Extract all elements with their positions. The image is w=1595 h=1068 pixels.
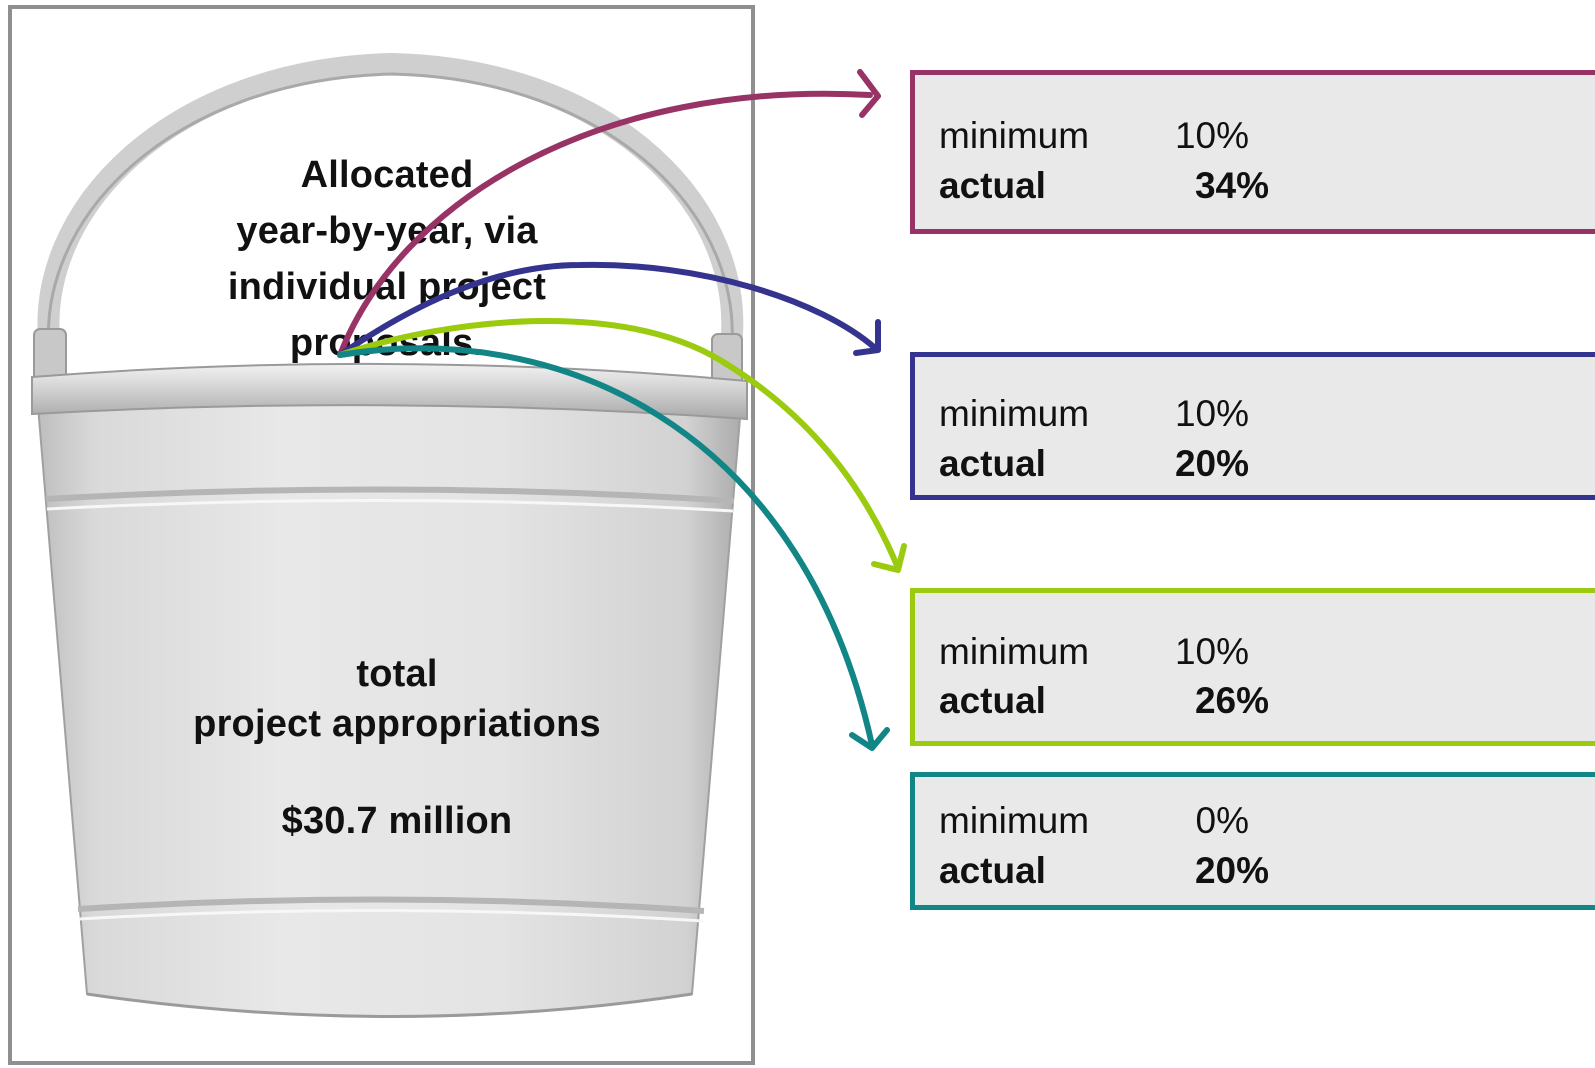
actual-row: actual 26% <box>939 680 1269 722</box>
minimum-value: 10% <box>1174 393 1249 434</box>
actual-row: actual 20% <box>939 850 1269 892</box>
actual-value: 26% <box>1194 680 1269 721</box>
minimum-row: minimum 0% <box>939 800 1249 842</box>
allocation-line-2: year-by-year, via <box>236 210 538 252</box>
minimum-value: 10% <box>1174 631 1249 672</box>
allocation-line-1: Allocated <box>300 154 474 196</box>
allocation-line-4: proposals. <box>289 322 485 364</box>
minimum-label: minimum <box>939 631 1090 672</box>
actual-value: 20% <box>1194 850 1269 891</box>
actual-value: 34% <box>1194 165 1269 206</box>
allocation-line-3: individual project <box>227 266 547 308</box>
minimum-row: minimum 10% <box>939 393 1249 435</box>
bucket-image-frame: Allocated year-by-year, via individual p… <box>8 5 755 1065</box>
minimum-row: minimum 10% <box>939 631 1249 673</box>
allocation-box-3: minimum 10% actual 26% <box>910 588 1595 746</box>
total-appropriations-label: total project appropriations <box>132 649 662 749</box>
total-amount: $30.7 million <box>281 800 513 842</box>
minimum-value: 10% <box>1174 115 1249 156</box>
allocation-description: Allocated year-by-year, via individual p… <box>197 147 577 371</box>
actual-value: 20% <box>1174 443 1249 484</box>
actual-label: actual <box>939 443 1046 484</box>
allocation-box-4: minimum 0% actual 20% <box>910 772 1595 910</box>
actual-label: actual <box>939 850 1046 891</box>
minimum-value: 0% <box>1195 800 1249 841</box>
minimum-label: minimum <box>939 393 1090 434</box>
minimum-row: minimum 10% <box>939 115 1249 157</box>
actual-row: actual 20% <box>939 443 1249 485</box>
total-line-1: total <box>356 653 438 695</box>
total-line-2: project appropriations <box>193 703 601 745</box>
actual-label: actual <box>939 680 1046 721</box>
allocation-box-1: minimum 10% actual 34% <box>910 70 1595 234</box>
actual-row: actual 34% <box>939 165 1269 207</box>
minimum-label: minimum <box>939 800 1090 841</box>
allocation-box-2: minimum 10% actual 20% <box>910 352 1595 500</box>
minimum-label: minimum <box>939 115 1090 156</box>
actual-label: actual <box>939 165 1046 206</box>
